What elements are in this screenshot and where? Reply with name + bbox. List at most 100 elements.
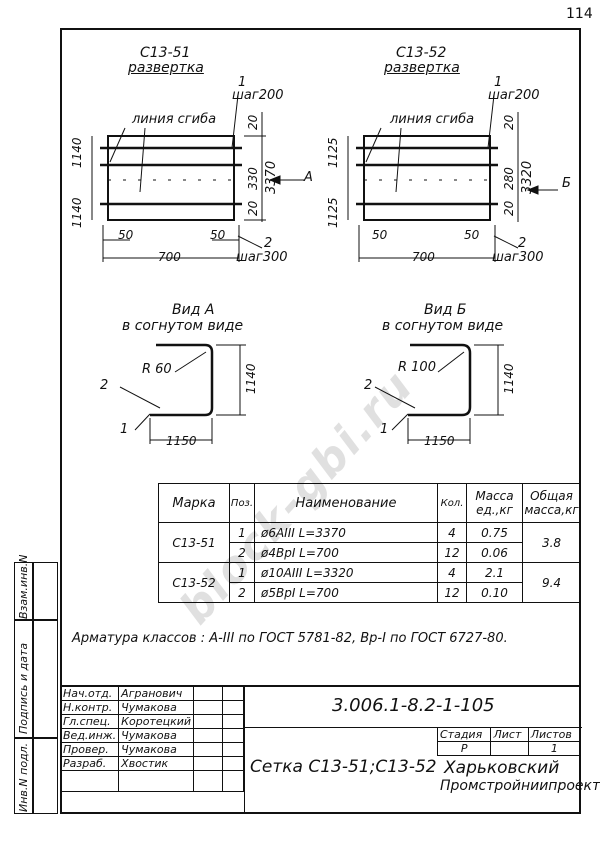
- hdr-mass: Масса ед.,кг: [466, 483, 523, 523]
- side-strip: Взам.инв.N Подпись и дата Инв.N подл.: [14, 555, 58, 814]
- role-label: Гл.спец.: [59, 714, 120, 729]
- c1352-dim-50b: 50: [464, 228, 480, 242]
- c1352-arrow-label: Б: [562, 176, 571, 191]
- title-cell: [244, 727, 438, 814]
- signature: [193, 686, 223, 701]
- person-name: Коротецкий: [118, 714, 195, 729]
- c1352-dim-top: 1125: [326, 137, 340, 168]
- c1352-title: С13-52: [396, 45, 447, 61]
- bent-b-title: Вид Б: [424, 302, 467, 318]
- role-label: Н.контр.: [59, 700, 120, 715]
- row-name: ø6AIII L=3370: [254, 522, 438, 543]
- bent-a-height: 1140: [244, 363, 258, 394]
- hdr-total: Общая масса,кг: [522, 483, 581, 523]
- group-mark: С13-52: [158, 562, 230, 603]
- c1352-dim-width: 700: [412, 250, 435, 264]
- c1352-dim-20b: 20: [502, 200, 516, 216]
- role-label: Нач.отд.: [59, 686, 120, 701]
- bent-a-width: 1150: [166, 434, 197, 448]
- sheets-value: 1: [527, 741, 582, 756]
- spec-table: Марка Поз. Наименование Кол. Масса ед.,к…: [158, 483, 581, 603]
- row-mass: 0.06: [466, 542, 523, 563]
- side-label-c: Взам.инв.N: [17, 554, 30, 619]
- table-row: Нач.отд.Агранович: [59, 686, 244, 701]
- org-line1: Харьковский: [444, 758, 560, 778]
- bent-b-width: 1150: [424, 434, 455, 448]
- date-cell: [222, 728, 244, 743]
- bent-a-title: Вид А: [172, 302, 215, 318]
- bent-a-subtitle: в согнутом виде: [122, 318, 244, 334]
- c1351-dim-top: 1140: [70, 137, 84, 168]
- hdr-pos: Поз.: [229, 483, 255, 523]
- c1351-dim-total: 3370: [264, 160, 279, 194]
- title-block: [60, 685, 581, 816]
- c1352-step2: шаг300: [492, 250, 544, 265]
- c1351-dim-20a: 20: [246, 114, 260, 130]
- date-cell: [222, 700, 244, 715]
- drawing-svg: [91, 94, 558, 444]
- signature: [193, 700, 223, 715]
- c1352-dim-50a: 50: [372, 228, 388, 242]
- row-name: ø5BpI L=700: [254, 582, 438, 603]
- c1352-bend-line: линия сгиба: [390, 112, 475, 127]
- doc-code: 3.006.1-8.2-1-105: [332, 695, 495, 716]
- c1352-pos1: 1: [494, 75, 503, 90]
- hdr-qty: Кол.: [437, 483, 467, 523]
- group-total: 3.8: [522, 522, 581, 563]
- row-name: ø10AIII L=3320: [254, 562, 438, 583]
- empty-cell: [59, 770, 120, 792]
- hdr-mark: Марка: [158, 483, 230, 523]
- signature: [193, 714, 223, 729]
- row-mass: 0.10: [466, 582, 523, 603]
- table-row: Н.контр.Чумакова: [59, 700, 244, 715]
- row-qty: 12: [437, 582, 467, 603]
- c1351-step2: шаг300: [236, 250, 288, 265]
- row-mass: 2.1: [466, 562, 523, 583]
- date-cell: [222, 742, 244, 757]
- row-qty: 4: [437, 522, 467, 543]
- row-qty: 4: [437, 562, 467, 583]
- c1351-bend-line: линия сгиба: [132, 112, 217, 127]
- table-row: Провер.Чумакова: [59, 742, 244, 757]
- table-row: 2 ø5BpI L=700 12 0.10: [159, 582, 581, 603]
- table-row: Разраб.Хвостик: [59, 756, 244, 771]
- signature: [193, 756, 223, 771]
- c1351-dim-50a: 50: [118, 228, 134, 242]
- c1352-dim-20a: 20: [502, 114, 516, 130]
- org-line2: Промстройниипроект: [440, 778, 600, 794]
- bent-b-pos2: 2: [364, 378, 373, 393]
- table-row: С13-51 1 ø6AIII L=3370 4 0.75 3.8: [158, 522, 581, 563]
- c1351-dim-width: 700: [158, 250, 181, 264]
- signature: [193, 728, 223, 743]
- role-label: Вед.инж.: [59, 728, 120, 743]
- c1352-step1: шаг200: [488, 88, 540, 103]
- drawing-title: Сетка С13-51;С13-52: [250, 757, 437, 777]
- signature: [193, 742, 223, 757]
- page-number: 114: [566, 6, 593, 22]
- drawing-frame: [60, 28, 581, 814]
- c1351-step1: шаг200: [232, 88, 284, 103]
- person-name: Хвостик: [118, 756, 195, 771]
- person-name: Чумакова: [118, 742, 195, 757]
- side-label-a: Инв.N подл.: [17, 742, 30, 812]
- side-label-b: Подпись и дата: [17, 642, 30, 734]
- person-name: Чумакова: [118, 728, 195, 743]
- bent-a-pos2: 2: [100, 378, 109, 393]
- signatures-table: Нач.отд.Агранович Н.контр.Чумакова Гл.сп…: [59, 686, 244, 792]
- hdr-name: Наименование: [254, 483, 438, 523]
- c1351-dim-50b: 50: [210, 228, 226, 242]
- c1351-arrow-label: А: [304, 170, 313, 185]
- bent-b-height: 1140: [502, 363, 516, 394]
- person-name: Агранович: [118, 686, 195, 701]
- doc-code-cell: [244, 686, 582, 728]
- sheets-label: Листов: [527, 727, 582, 742]
- side-cell-b: [14, 620, 58, 738]
- table-row: С13-52 1 ø10AIII L=3320 4 2.1 9.4: [158, 562, 581, 603]
- stage-value: Р: [436, 741, 492, 756]
- reinforcement-note: Арматура классов : А-III по ГОСТ 5781-82…: [72, 631, 508, 646]
- c1352-subtitle: развертка: [384, 60, 460, 76]
- c1351-title: С13-51: [140, 45, 191, 61]
- c1351-pos2: 2: [264, 236, 273, 251]
- c1352-dim-bottom: 1125: [326, 197, 340, 228]
